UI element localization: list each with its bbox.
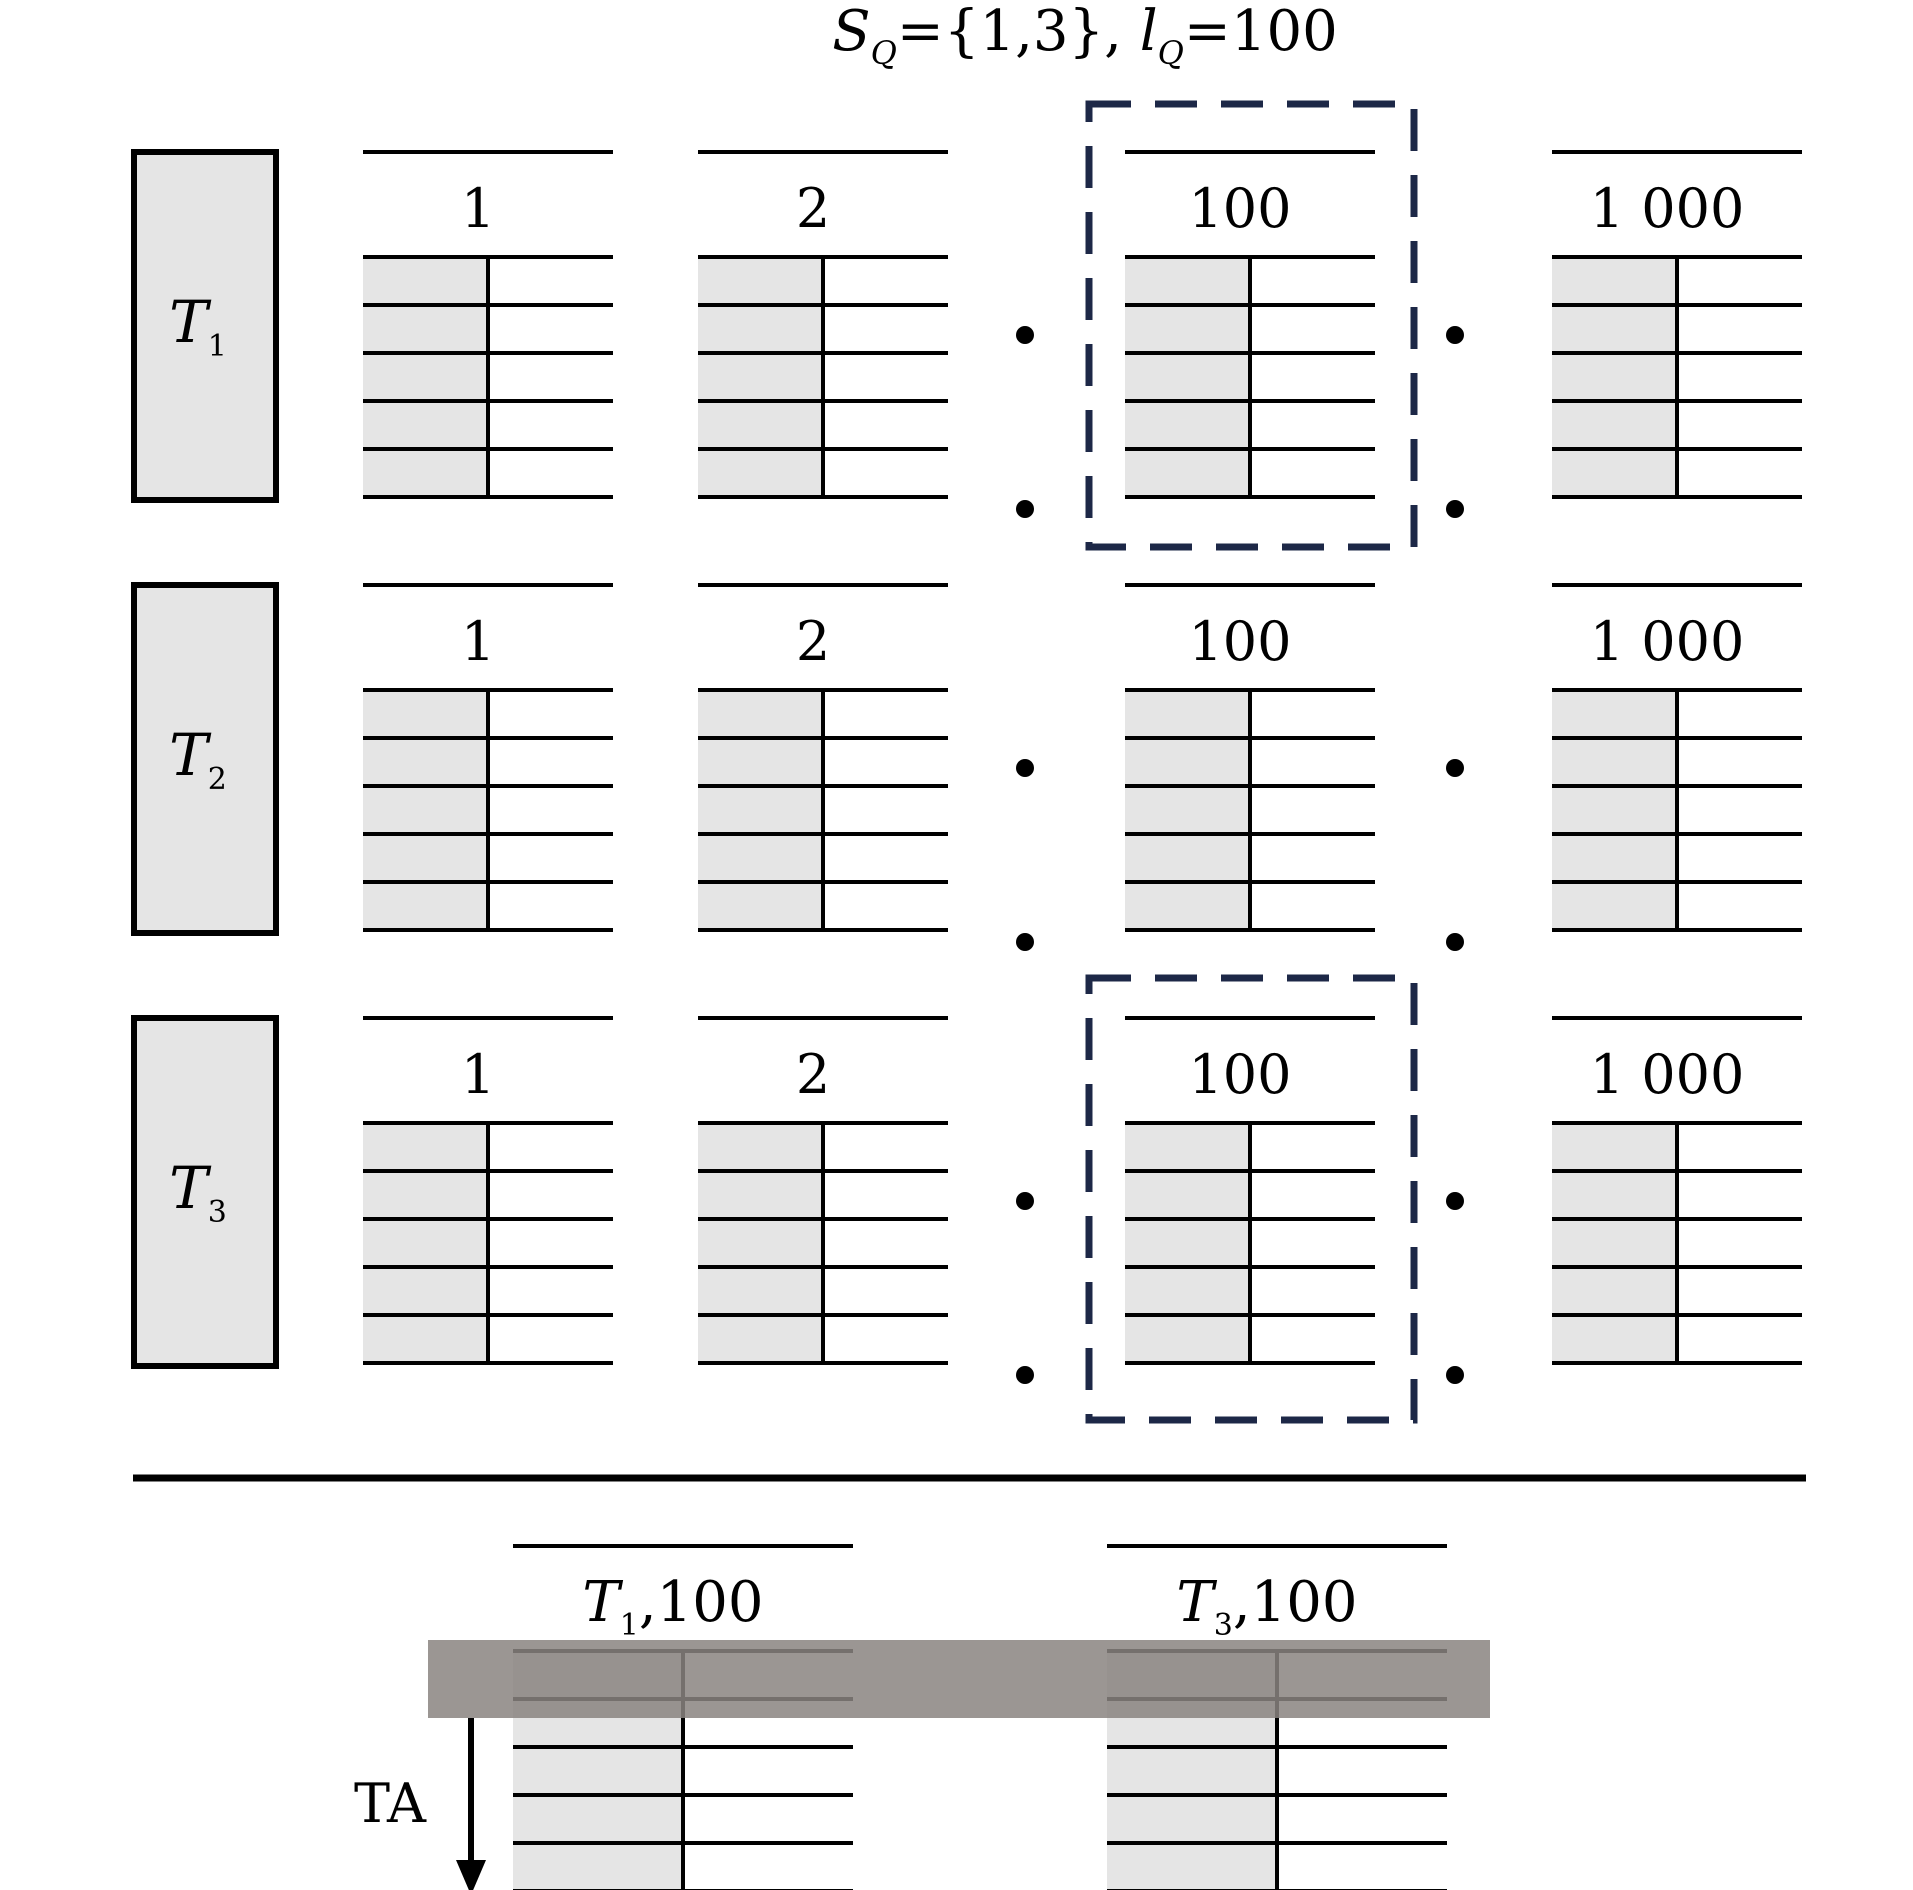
table-label: T1 [169, 288, 227, 364]
partition: 100 [1125, 150, 1375, 499]
ellipsis-dot [1446, 1366, 1464, 1384]
partition-label: 1 000 [1590, 610, 1745, 673]
selected-partition-highlight [1085, 974, 1418, 1424]
table-label: T3 [169, 1154, 227, 1230]
ellipsis-dot [1016, 500, 1034, 518]
partition: 1 [363, 583, 613, 932]
key-column [363, 690, 488, 930]
table-label: T2 [169, 721, 227, 797]
partition-label: 2 [796, 177, 830, 240]
partition: 1 000 [1552, 583, 1802, 932]
partition-label: 1 [461, 177, 495, 240]
ellipsis-dot [1016, 1192, 1034, 1210]
result-partition-label: T3,100 [1176, 1570, 1357, 1643]
key-column [363, 1123, 488, 1363]
query-annotation: SQ={1,3}, lQ=100 [832, 0, 1337, 72]
table-box: T1 [131, 149, 279, 503]
ellipsis-dot [1016, 326, 1034, 344]
partition: 100 [1125, 1016, 1375, 1365]
partition-label: 1 [461, 1043, 495, 1106]
result-partition-label: T1,100 [582, 1570, 763, 1643]
result-partitions: T1,100 T3,100 [428, 1544, 1490, 1890]
partition-label: 1 000 [1590, 1043, 1745, 1106]
table-box: T2 [131, 582, 279, 936]
partition: 100 [1125, 583, 1375, 932]
ellipsis-dot [1446, 1192, 1464, 1210]
partition-label: 1 [461, 610, 495, 673]
partition: 1 000 [1552, 1016, 1802, 1365]
key-column [1552, 1123, 1677, 1363]
ellipsis-dot [1446, 500, 1464, 518]
partition: 2 [698, 1016, 948, 1365]
ellipsis-dot [1016, 759, 1034, 777]
partition-label: 100 [1188, 610, 1291, 673]
partition-label: 2 [796, 1043, 830, 1106]
key-column [1552, 690, 1677, 930]
key-column [698, 1123, 823, 1363]
key-column [1125, 690, 1250, 930]
partition: 2 [698, 583, 948, 932]
key-column [1552, 257, 1677, 497]
partition: 1 [363, 1016, 613, 1365]
scan-direction-arrow [456, 1718, 486, 1890]
scan-band [428, 1640, 1490, 1718]
partition: 1 [363, 150, 613, 499]
key-column [1125, 1123, 1250, 1363]
partition-label: 1 000 [1590, 177, 1745, 240]
ellipsis-dot [1016, 933, 1034, 951]
key-column [698, 690, 823, 930]
ellipsis-dot [1446, 759, 1464, 777]
ellipsis-dot [1446, 326, 1464, 344]
key-column [698, 257, 823, 497]
ellipsis-dot [1016, 1366, 1034, 1384]
partition: 1 000 [1552, 150, 1802, 499]
partition-label: 100 [1188, 177, 1291, 240]
partition: 2 [698, 150, 948, 499]
selected-partition-highlight [1085, 100, 1418, 551]
table-box: T3 [131, 1015, 279, 1369]
key-column [363, 257, 488, 497]
scan-label: TA [354, 1772, 427, 1835]
partition-label: 2 [796, 610, 830, 673]
key-column [1125, 257, 1250, 497]
partition-label: 100 [1188, 1043, 1291, 1106]
ellipsis-dot [1446, 933, 1464, 951]
